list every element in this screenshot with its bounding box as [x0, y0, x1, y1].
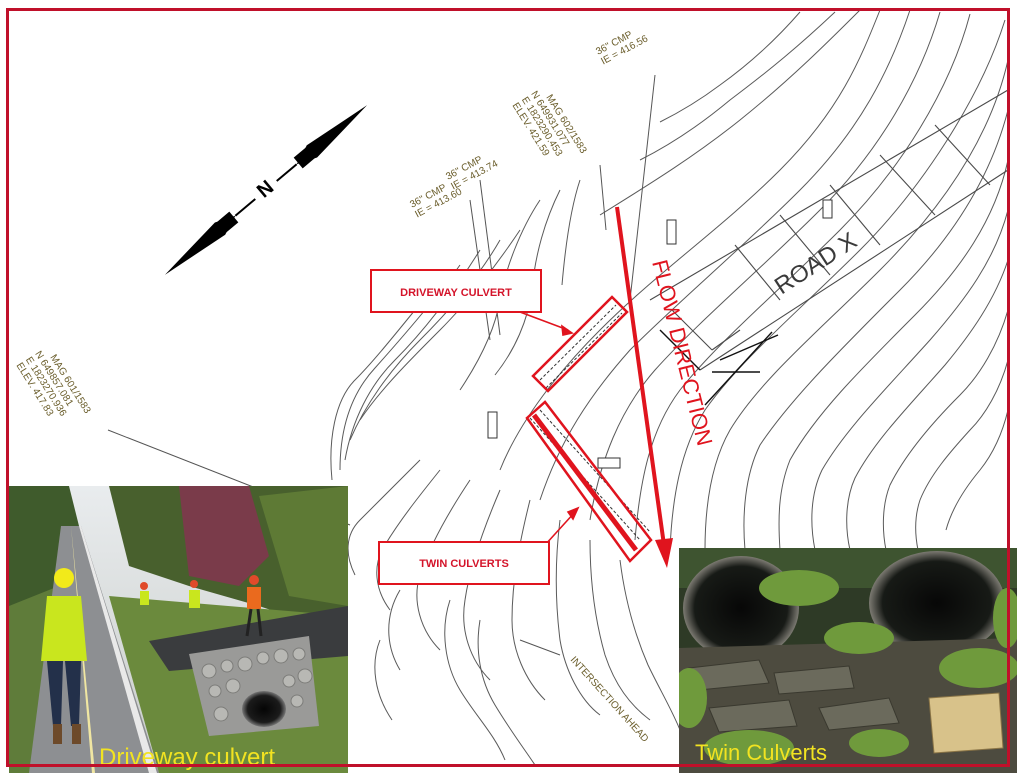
twin-culverts-callout: TWIN CULVERTS — [378, 541, 550, 585]
twin-culverts-label: TWIN CULVERTS — [419, 558, 509, 570]
survey-point-601: MAG 601/1583 N 649857.081 E 1823270.936 … — [14, 343, 94, 435]
road-lines — [649, 89, 1009, 371]
pipe-label-mid1: 36" CMP IE = 413.74 — [444, 149, 500, 193]
north-arrow-icon — [164, 105, 368, 275]
driveway-photo-caption: Driveway culvert — [99, 744, 275, 771]
intersection-ahead-label: INTERSECTION AHEAD — [568, 655, 651, 745]
driveway-culvert-callout: DRIVEWAY CULVERT — [370, 269, 542, 313]
contour-lines — [330, 9, 1009, 766]
driveway-culvert-photo: Driveway culvert — [9, 486, 348, 773]
driveway-culvert-label: DRIVEWAY CULVERT — [400, 287, 512, 299]
twin-culvert-line — [532, 413, 638, 552]
road-label: ROAD X — [770, 227, 862, 300]
boundary-lines — [659, 329, 779, 406]
callout-arrows — [519, 311, 580, 546]
worker-figures — [41, 568, 263, 744]
survey-point-602: MAG 602/1583 N 649931.077 E 1823290.453 … — [510, 83, 590, 175]
flow-direction-label: FLOW DIRECTION — [647, 257, 717, 448]
twin-culverts-outline — [525, 400, 653, 563]
north-letter: N — [253, 176, 278, 202]
structure-tags — [487, 199, 833, 469]
pipe-label-top: 36" CMP IE = 416.56 — [594, 24, 650, 68]
twin-culverts-photo: Twin Culverts — [679, 548, 1017, 773]
driveway-culvert-outline — [531, 295, 629, 393]
flow-direction-arrow — [615, 206, 673, 568]
twin-photo-caption: Twin Culverts — [695, 740, 827, 765]
